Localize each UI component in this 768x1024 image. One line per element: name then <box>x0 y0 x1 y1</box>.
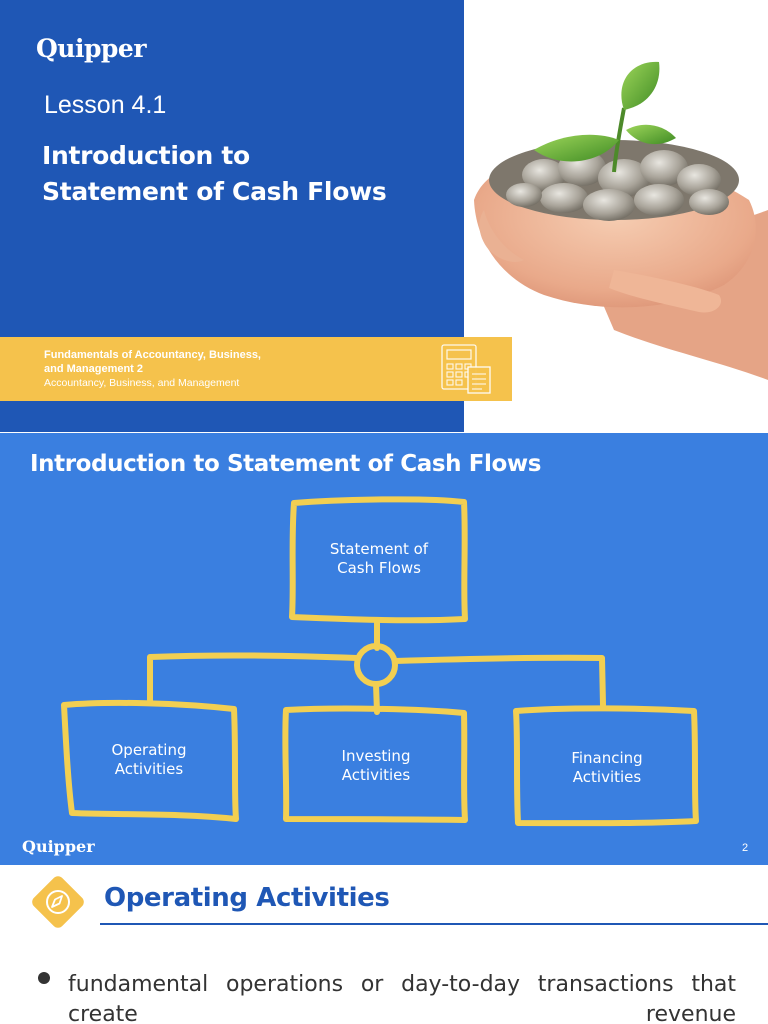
lesson-title: Introduction to Statement of Cash Flows <box>42 138 387 210</box>
right-box <box>513 705 699 827</box>
operating-label-line-2: Activities <box>114 760 184 778</box>
course-name-line-1: Fundamentals of Accountancy, Business, <box>44 349 261 361</box>
hands-coins-seedling-photo <box>474 61 768 380</box>
operating-label-line-1: Operating <box>111 741 187 759</box>
title-slide: Quipper Lesson 4.1 Introduction to State… <box>0 0 768 432</box>
calculator-icon <box>441 344 491 394</box>
slide-title: Introduction to Statement of Cash Flows <box>30 451 542 477</box>
course-band <box>0 337 512 401</box>
quipper-logo: Quipper <box>36 34 147 63</box>
course-name-line-2: and Management 2 <box>44 363 144 375</box>
hub-circle <box>354 643 398 687</box>
financing-box-label: Financing Activities <box>518 749 696 787</box>
course-name: Fundamentals of Accountancy, Business, a… <box>44 348 261 376</box>
subject-name: Accountancy, Business, and Management <box>44 377 240 389</box>
left-box <box>61 699 239 822</box>
lesson-title-line-2: Statement of Cash Flows <box>42 177 387 206</box>
compass-icon <box>32 876 84 928</box>
root-label-line-1: Statement of <box>329 540 429 558</box>
root-box-label: Statement of Cash Flows <box>294 540 464 578</box>
operating-box-label: Operating Activities <box>64 741 234 779</box>
lesson-title-line-1: Introduction to <box>42 141 250 170</box>
financing-label-line-2: Activities <box>572 768 642 786</box>
investing-box-label: Investing Activities <box>288 747 464 785</box>
financing-label-line-1: Financing <box>571 749 643 767</box>
root-box <box>289 496 468 624</box>
lesson-number: Lesson 4.1 <box>44 91 167 119</box>
heading-rule <box>100 923 768 925</box>
branch-bar <box>147 652 360 706</box>
investing-label-line-2: Activities <box>341 766 411 784</box>
bullet-dot <box>38 972 50 984</box>
section-heading: Operating Activities <box>104 883 390 913</box>
diagram-slide: Introduction to Statement of Cash Flows … <box>0 433 768 865</box>
quipper-footer-logo: Quipper <box>22 837 95 856</box>
bullet-text: fundamental operations or day-to-day tra… <box>68 972 736 1024</box>
investing-label-line-1: Investing <box>341 747 411 765</box>
operating-activities-slide: Operating Activities fundamental operati… <box>0 866 768 1024</box>
branch-bar-right <box>392 654 606 708</box>
cash-flow-diagram <box>61 496 699 827</box>
root-label-line-2: Cash Flows <box>337 559 421 577</box>
page-number: 2 <box>742 842 749 854</box>
middle-box <box>282 705 468 823</box>
